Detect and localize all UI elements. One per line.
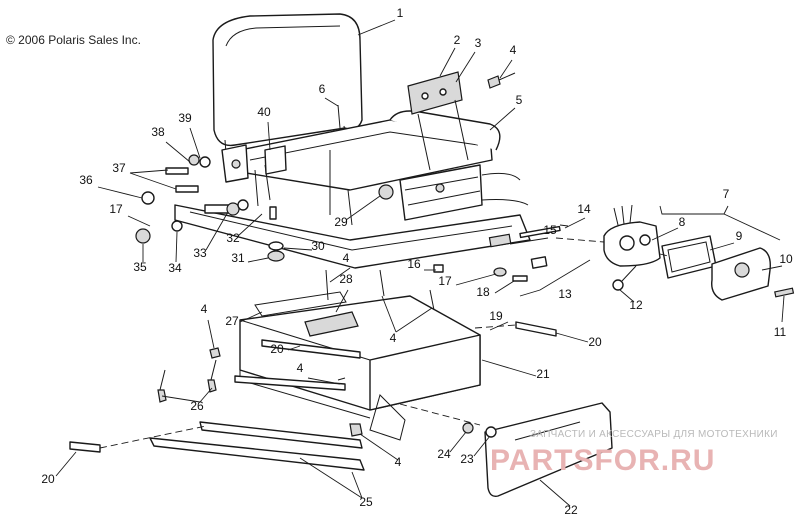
- callout-18: 18: [476, 285, 490, 299]
- callout-10: 10: [779, 252, 793, 266]
- callout-16: 16: [407, 257, 421, 271]
- callout-9: 9: [736, 229, 743, 243]
- callout-20: 20: [270, 342, 284, 356]
- callout-34: 34: [168, 261, 182, 275]
- mount-hole: [435, 183, 445, 193]
- callout-17: 17: [438, 274, 452, 288]
- callout-4: 4: [510, 43, 517, 57]
- callout-14: 14: [577, 202, 591, 216]
- callout-2: 2: [454, 33, 461, 47]
- watermark: ЗАПЧАСТИ И АКСЕССУАРЫ ДЛЯ МОТОТЕХНИКИ PA…: [490, 429, 778, 477]
- callout-7: 7: [723, 187, 730, 201]
- watermark-main: PARTSFOR.RU: [490, 444, 715, 477]
- callout-3: 3: [475, 36, 482, 50]
- backrest: [212, 13, 363, 181]
- lower-fasteners: [157, 269, 497, 438]
- callout-24: 24: [437, 447, 451, 461]
- callout-12: 12: [629, 298, 643, 312]
- copyright-notice: © 2006 Polaris Sales Inc.: [6, 33, 141, 47]
- mid-right-hardware: [433, 224, 569, 282]
- callout-26: 26: [190, 399, 204, 413]
- grommet: [378, 184, 394, 200]
- callout-29: 29: [334, 215, 348, 229]
- callout-37: 37: [112, 161, 126, 175]
- callout-39: 39: [178, 111, 192, 125]
- mud-flap: [484, 402, 613, 498]
- callout-1: 1: [397, 6, 404, 20]
- callout-4: 4: [395, 455, 402, 469]
- callout-11: 11: [774, 325, 787, 339]
- left-fasteners: [135, 104, 341, 262]
- callout-20: 20: [588, 335, 602, 349]
- callout-17: 17: [109, 202, 123, 216]
- callout-15: 15: [543, 223, 557, 237]
- callout-28: 28: [339, 272, 353, 286]
- callout-4: 4: [390, 331, 397, 345]
- storage-box: [239, 291, 481, 441]
- callout-8: 8: [679, 215, 686, 229]
- callout-5: 5: [516, 93, 523, 107]
- callout-32: 32: [226, 231, 240, 245]
- callout-6: 6: [319, 82, 326, 96]
- callout-4: 4: [343, 251, 350, 265]
- callout-22: 22: [564, 503, 578, 517]
- callout-20: 20: [41, 472, 55, 486]
- callout-31: 31: [231, 251, 245, 265]
- tail-light-assembly: [603, 204, 795, 301]
- callout-4: 4: [297, 361, 304, 375]
- callout-38: 38: [151, 125, 165, 139]
- callout-4: 4: [201, 302, 208, 316]
- callout-13: 13: [558, 287, 572, 301]
- callout-33: 33: [193, 246, 207, 260]
- callout-30: 30: [311, 239, 325, 253]
- callout-21: 21: [536, 367, 550, 381]
- leader-lines: [55, 19, 785, 507]
- callout-40: 40: [257, 105, 271, 119]
- license-plate-bracket: [407, 71, 469, 171]
- rear-rack-frame: [174, 110, 531, 269]
- callout-35: 35: [133, 260, 147, 274]
- watermark-top-line: ЗАПЧАСТИ И АКСЕССУАРЫ ДЛЯ МОТОТЕХНИКИ: [530, 429, 778, 440]
- callout-36: 36: [79, 173, 93, 187]
- callout-23: 23: [460, 452, 474, 466]
- bolt-top-right: [487, 72, 516, 89]
- callout-25: 25: [359, 495, 373, 509]
- alignment-lines: [99, 237, 669, 449]
- callout-27: 27: [225, 314, 239, 328]
- callout-19: 19: [489, 309, 503, 323]
